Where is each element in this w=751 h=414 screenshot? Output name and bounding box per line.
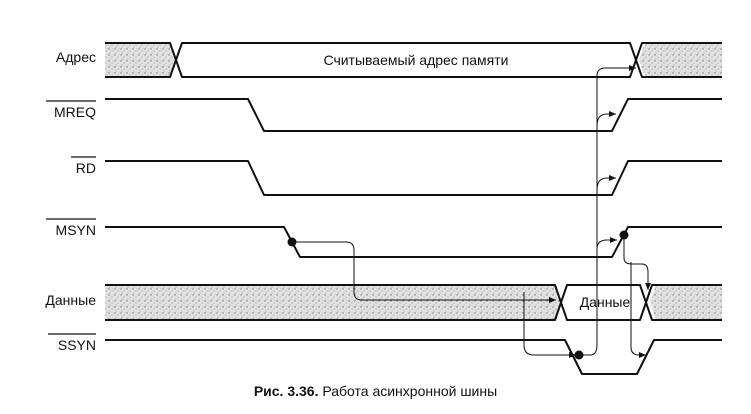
arrow-msyn-to-ssyn-end [630,262,646,358]
signal-label-mreq: MREQ [54,104,96,120]
data-invalid-right [650,285,722,320]
arrow-ssyn-to-mreq [596,111,616,127]
msyn-assert-dot [287,237,297,247]
figure-caption: Рис. 3.36. Работа асинхронной шины [0,383,751,399]
data-invalid-left [105,285,561,320]
rd-waveform [105,160,722,196]
signal-label-data: Данные [45,292,96,308]
address-value-label: Считываемый адрес памяти [323,52,508,68]
ssyn-waveform [105,339,722,375]
figure-number: Рис. 3.36. [253,383,319,399]
arrow-ssyn-to-msyn [596,237,617,250]
signal-label-ssyn: SSYN [58,337,96,353]
arrow-ssyn-to-rd [596,175,616,191]
address-invalid-right [639,43,722,77]
arrow-msyn-to-data [292,241,556,303]
data-value-label: Данные [580,294,631,310]
ssyn-assert-dot [574,350,584,360]
signal-label-address: Адрес [56,49,96,65]
address-valid-waveform [105,42,722,78]
arrow-msyn-to-data-end [623,235,651,290]
signal-label-msyn: MSYN [56,222,96,238]
data-valid-waveform [105,284,722,321]
arrow-msyn-to-ssyn [523,292,576,358]
signal-label-rd: RD [76,160,96,176]
msyn-waveform [105,226,722,258]
msyn-release-dot [619,230,629,240]
mreq-waveform [105,98,722,132]
address-invalid-left [105,43,176,77]
arrow-ssyn-to-address [582,65,636,356]
figure-title: Работа асинхронной шины [322,383,498,399]
